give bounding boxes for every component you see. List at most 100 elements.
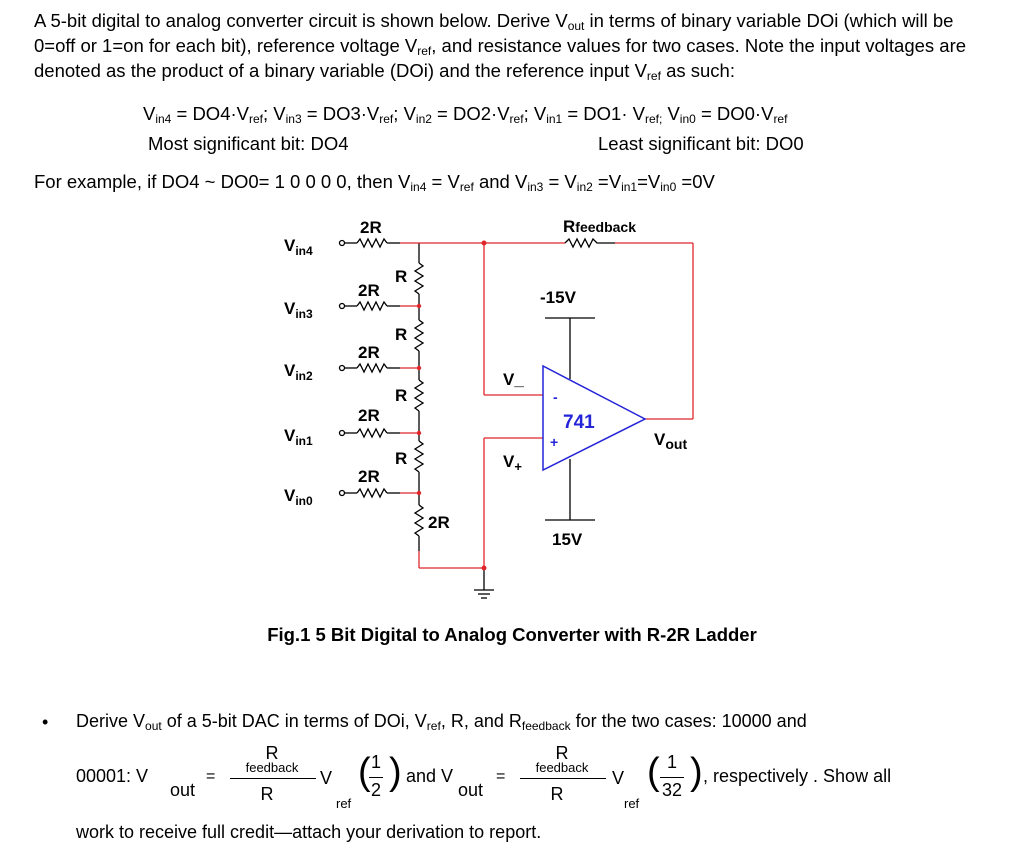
resistor-2r-label: 2R (358, 406, 380, 425)
opamp-minus: - (553, 389, 558, 405)
input-label-vin4: Vin4 (284, 236, 313, 258)
formula-equals: = (206, 768, 216, 785)
ground-symbol (474, 568, 494, 599)
resistor-2r-label: 2R (360, 218, 382, 237)
task-last-line: work to receive full credit—attach your … (76, 822, 542, 842)
feedback-resistor (564, 237, 615, 249)
task-line-1: Derive Vout of a 5-bit DAC in terms of D… (76, 711, 807, 732)
eq-rsub: ref (379, 112, 394, 126)
half-num: 1 (370, 752, 381, 772)
eq-v: V (143, 103, 156, 124)
intro-sub: ref (646, 69, 661, 83)
example-sub: in2 (576, 180, 593, 194)
eq-rsub: ref (773, 112, 788, 126)
formula-out-sub: out (170, 780, 196, 800)
resistor-r-label: R (395, 386, 407, 405)
eq-vsub: in4 (155, 112, 172, 126)
resistor-r-label: R (395, 449, 407, 468)
resistor-2r-label: 2R (358, 343, 380, 362)
example-text: =V (637, 171, 661, 192)
task-sub: ref (426, 719, 441, 733)
eq-v: V (533, 103, 547, 124)
formula-frac-num-2: R (555, 743, 569, 763)
intro-text: in terms of binary variable DOi (which w… (34, 10, 954, 56)
input-equations: Vin4 = DO4·Vref; Vin3 = DO3·Vref; Vin2 =… (143, 103, 787, 125)
eq-mid: = DO4·V (171, 103, 249, 124)
example-text: For example, if DO4 ~ DO0= 1 0 0 0 0, th… (34, 171, 411, 192)
vplus-label: V+ (503, 452, 522, 474)
task-text: for the two cases: 10000 and (570, 711, 807, 731)
eq-v: V (273, 103, 286, 124)
task-text: Derive V (76, 711, 146, 731)
n32-line (660, 777, 684, 779)
task-text: of a 5-bit DAC in terms of DOi, V (161, 711, 427, 731)
opamp-triangle (542, 364, 647, 472)
input-label-vin3: Vin3 (284, 299, 313, 321)
formula-v: V (320, 768, 333, 788)
n32-num: 1 (666, 752, 677, 772)
formula-frac-num-sub-2: feedback (535, 760, 589, 775)
example-text: =V (592, 171, 622, 192)
formula-frac-den: R (260, 784, 274, 804)
resistor-2r-label: 2R (358, 467, 380, 486)
paren-left: ( (358, 751, 371, 793)
formula-frac-line (230, 778, 316, 780)
formula-out-sub-2: out (458, 780, 484, 800)
eq-v: V (667, 103, 680, 124)
example-line: For example, if DO4 ~ DO0= 1 0 0 0 0, th… (34, 171, 715, 193)
eq-vsub: in0 (679, 112, 696, 126)
eq-mid: = DO1· V (562, 103, 645, 124)
eq-sep: ; (523, 103, 534, 124)
paren-right: ) (389, 751, 402, 793)
input-label-vin2: Vin2 (284, 361, 313, 383)
formula-frac-line-2 (520, 778, 606, 780)
eq-mid: = DO0·V (695, 103, 774, 124)
formula-tail: , respectively . Show all (703, 766, 892, 786)
eq-mid: = DO2·V (431, 103, 510, 124)
resistor-r-label: R (395, 325, 407, 344)
task-sub: feedback (521, 719, 571, 733)
half-den: 2 (370, 780, 381, 800)
formula-frac-num-sub: feedback (245, 760, 299, 775)
supply-lines (545, 317, 595, 521)
formula-ref-sub-2: ref (624, 796, 640, 811)
intro-text: , and resistance values for two cases. N… (34, 35, 967, 81)
intro-sub: ref (417, 44, 432, 58)
task-text: , R, and R (440, 711, 522, 731)
resistor-r-label: R (395, 267, 407, 286)
n32-den: 32 (661, 780, 683, 800)
formula-frac-num: R (265, 743, 279, 763)
input-label-vin1: Vin1 (284, 426, 313, 448)
junction-dots (416, 240, 487, 571)
eq-vsub: in2 (415, 112, 432, 126)
input-resistors (338, 237, 400, 499)
figure-caption: Fig.1 5 Bit Digital to Analog Converter … (267, 624, 757, 645)
input-label-vin0: Vin0 (284, 486, 313, 508)
paren-right-2: ) (690, 751, 703, 793)
example-sub: in0 (660, 180, 677, 194)
example-sub: in4 (410, 180, 427, 194)
formula-equals-2: = (496, 768, 506, 785)
feedback-label: Rfeedback (563, 217, 636, 236)
formula-v-2: V (612, 768, 625, 788)
eq-rsub: ref (509, 112, 524, 126)
pos-supply-label: 15V (552, 530, 583, 549)
example-text: and V (473, 171, 528, 192)
eq-sep: ; (393, 103, 404, 124)
neg-supply-label: -15V (540, 288, 577, 307)
example-sub: in3 (527, 180, 544, 194)
eq-rsub: ref; (644, 112, 663, 126)
half-line (369, 777, 383, 779)
formula-ref-sub: ref (336, 796, 352, 811)
vminus-label: V_ (503, 370, 524, 389)
resistor-2r-label: 2R (358, 281, 380, 300)
opamp-label: 741 (563, 412, 595, 433)
ladder-rail (413, 243, 425, 551)
eq-sep: ; (263, 103, 274, 124)
example-sub: in1 (621, 180, 638, 194)
opamp-plus: + (550, 434, 558, 450)
eq-vsub: in1 (546, 112, 563, 126)
example-text: =0V (676, 171, 715, 192)
formula-frac-den-2: R (550, 784, 564, 804)
